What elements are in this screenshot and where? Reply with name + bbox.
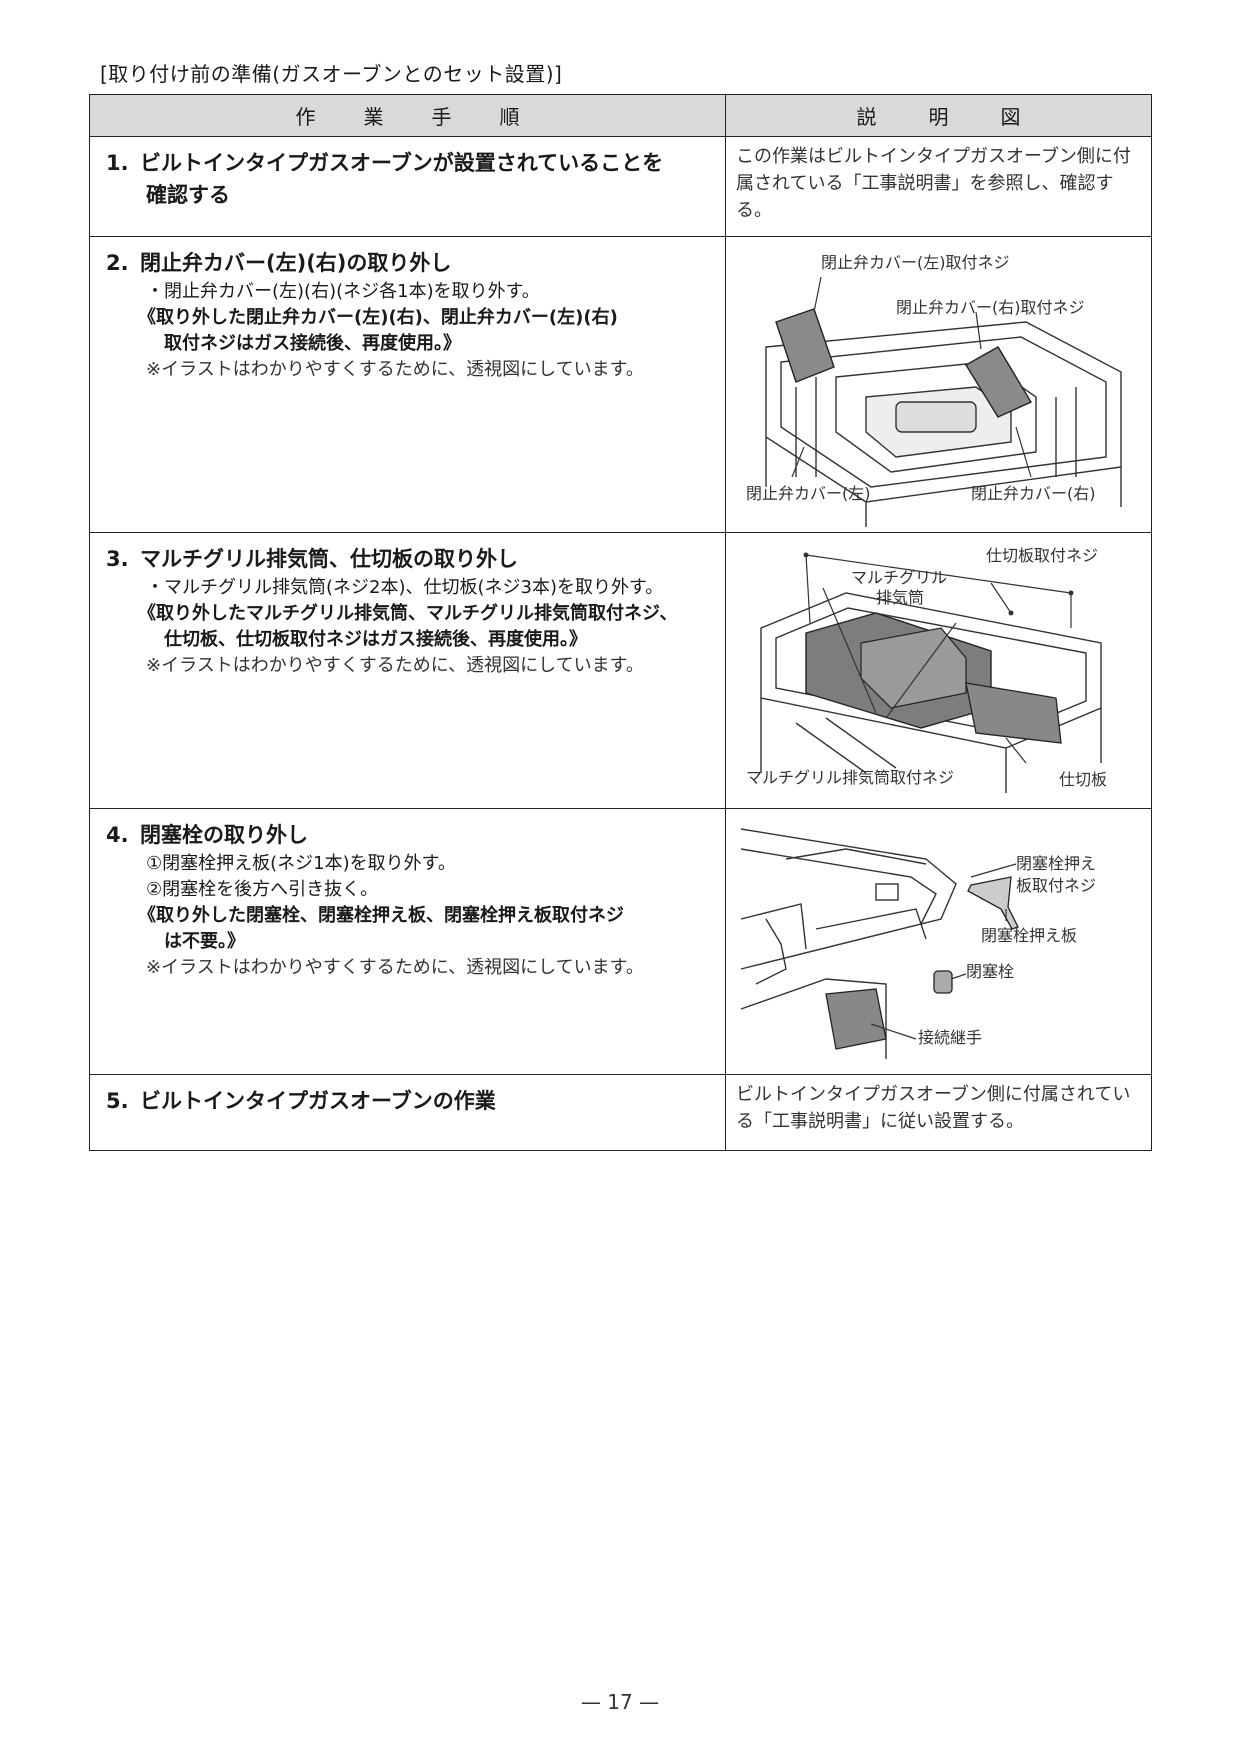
table-header-row: 作業手順 説明図 xyxy=(89,94,1152,137)
step-2-figure: 閉止弁カバー(左)取付ネジ 閉止弁カバー(右)取付ネジ 閉止弁カバー(左) 閉止… xyxy=(725,236,1152,533)
blocking-plug xyxy=(933,970,953,994)
step-5-description: ビルトインタイプガスオーブン側に付属されている「工事説明書」に従い設置する。 xyxy=(725,1074,1152,1151)
step-4-line-2: ②閉塞栓を後方へ引き抜く。 xyxy=(146,879,379,900)
procedure-table: 作業手順 説明図 1.ビルトインタイプガスオーブンが設置されていることを 確認す… xyxy=(89,94,1152,1151)
label-plate-screw-2: 板取付ネジ xyxy=(1016,876,1096,895)
connection-joint xyxy=(825,988,887,1050)
step-4-title: 4.閉塞栓の取り外し xyxy=(106,823,308,847)
plug-holder-plate xyxy=(967,876,1019,930)
step-3-cell: 3.マルチグリル排気筒、仕切板の取り外し ・マルチグリル排気筒(ネジ2本)、仕切… xyxy=(89,532,726,809)
step-2-title: 2.閉止弁カバー(左)(右)の取り外し xyxy=(106,251,452,275)
label-left-cover: 閉止弁カバー(左) xyxy=(746,484,871,503)
step-4-bold-line-2: は不要。》 xyxy=(164,931,245,952)
step-3-bold-line-2: 仕切板、仕切板取付ネジはガス接続後、再度使用。》 xyxy=(164,629,587,650)
step-2-bold-line-2: 取付ネジはガス接続後、再度使用。》 xyxy=(164,333,461,354)
step-1-description: この作業はビルトインタイプガスオーブン側に付属されている「工事説明書」を参照し、… xyxy=(725,136,1152,237)
step-3-figure: 仕切板取付ネジ マルチグリル 排気筒 マルチグリル排気筒取付ネジ 仕切板 xyxy=(725,532,1152,809)
step-3-bullet: ・マルチグリル排気筒(ネジ2本)、仕切板(ネジ3本)を取り外す。 xyxy=(146,577,664,598)
step-3-title: 3.マルチグリル排気筒、仕切板の取り外し xyxy=(106,547,518,571)
step-5-cell: 5.ビルトインタイプガスオーブンの作業 xyxy=(89,1074,726,1151)
label-exhaust-1: マルチグリル xyxy=(851,568,947,587)
step-1-cell: 1.ビルトインタイプガスオーブンが設置されていることを 確認する xyxy=(89,136,726,237)
step-2-bullet: ・閉止弁カバー(左)(右)(ネジ各1本)を取り外す。 xyxy=(146,281,540,302)
left-valve-cover xyxy=(775,308,835,383)
step-4-line-1: ①閉塞栓押え板(ネジ1本)を取り外す。 xyxy=(146,853,456,874)
label-exhaust-2: 排気筒 xyxy=(876,588,924,607)
label-plate: 閉塞栓押え板 xyxy=(981,926,1077,945)
step-2-note: ※イラストはわかりやすくするために、透視図にしています。 xyxy=(146,359,644,380)
label-partition: 仕切板 xyxy=(1059,770,1107,789)
step-3-note: ※イラストはわかりやすくするために、透視図にしています。 xyxy=(146,655,644,676)
section-title: [取り付け前の準備(ガスオーブンとのセット設置)] xyxy=(100,62,563,86)
step-4-cell: 4.閉塞栓の取り外し ①閉塞栓押え板(ネジ1本)を取り外す。 ②閉塞栓を後方へ引… xyxy=(89,808,726,1075)
label-plug: 閉塞栓 xyxy=(966,962,1014,981)
step-1-title: 1.ビルトインタイプガスオーブンが設置されていることを 確認する xyxy=(106,151,664,207)
column-header-steps: 作業手順 xyxy=(89,94,726,137)
step-2-cell: 2.閉止弁カバー(左)(右)の取り外し ・閉止弁カバー(左)(右)(ネジ各1本)… xyxy=(89,236,726,533)
label-right-cover-screw: 閉止弁カバー(右)取付ネジ xyxy=(896,298,1085,317)
label-plate-screw-1: 閉塞栓押え xyxy=(1016,854,1096,873)
page-number: — 17 — xyxy=(580,1690,660,1714)
valve-cover-illustration: 閉止弁カバー(左)取付ネジ 閉止弁カバー(右)取付ネジ 閉止弁カバー(左) 閉止… xyxy=(746,253,1122,527)
label-partition-screw: 仕切板取付ネジ xyxy=(986,546,1098,565)
step-row-5: 5.ビルトインタイプガスオーブンの作業 ビルトインタイプガスオーブン側に付属され… xyxy=(89,1074,1152,1151)
partition-plate xyxy=(965,682,1062,744)
blocking-plug-illustration: 閉塞栓押え 板取付ネジ 閉塞栓押え板 閉塞栓 接続継手 xyxy=(740,828,1096,1059)
step-4-figure: 閉塞栓押え 板取付ネジ 閉塞栓押え板 閉塞栓 接続継手 xyxy=(725,808,1152,1075)
step-row-1: 1.ビルトインタイプガスオーブンが設置されていることを 確認する この作業はビル… xyxy=(89,136,1152,237)
label-right-cover: 閉止弁カバー(右) xyxy=(971,484,1096,503)
column-header-figure: 説明図 xyxy=(725,94,1152,137)
step-row-2: 2.閉止弁カバー(左)(右)の取り外し ・閉止弁カバー(左)(右)(ネジ各1本)… xyxy=(89,236,1152,533)
step-3-bold-line-1: 《取り外したマルチグリル排気筒、マルチグリル排気筒取付ネジ、 xyxy=(138,603,678,624)
step-4-bold-line-1: 《取り外した閉塞栓、閉塞栓押え板、閉塞栓押え板取付ネジ xyxy=(138,905,624,926)
step-2-bold-line-1: 《取り外した閉止弁カバー(左)(右)、閉止弁カバー(左)(右) xyxy=(138,307,618,328)
step-5-title: 5.ビルトインタイプガスオーブンの作業 xyxy=(106,1089,496,1113)
step-row-4: 4.閉塞栓の取り外し ①閉塞栓押え板(ネジ1本)を取り外す。 ②閉塞栓を後方へ引… xyxy=(89,808,1152,1075)
label-joint: 接続継手 xyxy=(918,1028,982,1047)
step-row-3: 3.マルチグリル排気筒、仕切板の取り外し ・マルチグリル排気筒(ネジ2本)、仕切… xyxy=(89,532,1152,809)
step-4-note: ※イラストはわかりやすくするために、透視図にしています。 xyxy=(146,957,644,978)
label-left-cover-screw: 閉止弁カバー(左)取付ネジ xyxy=(821,253,1010,272)
exhaust-partition-illustration: 仕切板取付ネジ マルチグリル 排気筒 マルチグリル排気筒取付ネジ 仕切板 xyxy=(746,546,1107,793)
right-valve-cover xyxy=(965,346,1033,418)
label-exhaust-screw: マルチグリル排気筒取付ネジ xyxy=(746,768,954,787)
